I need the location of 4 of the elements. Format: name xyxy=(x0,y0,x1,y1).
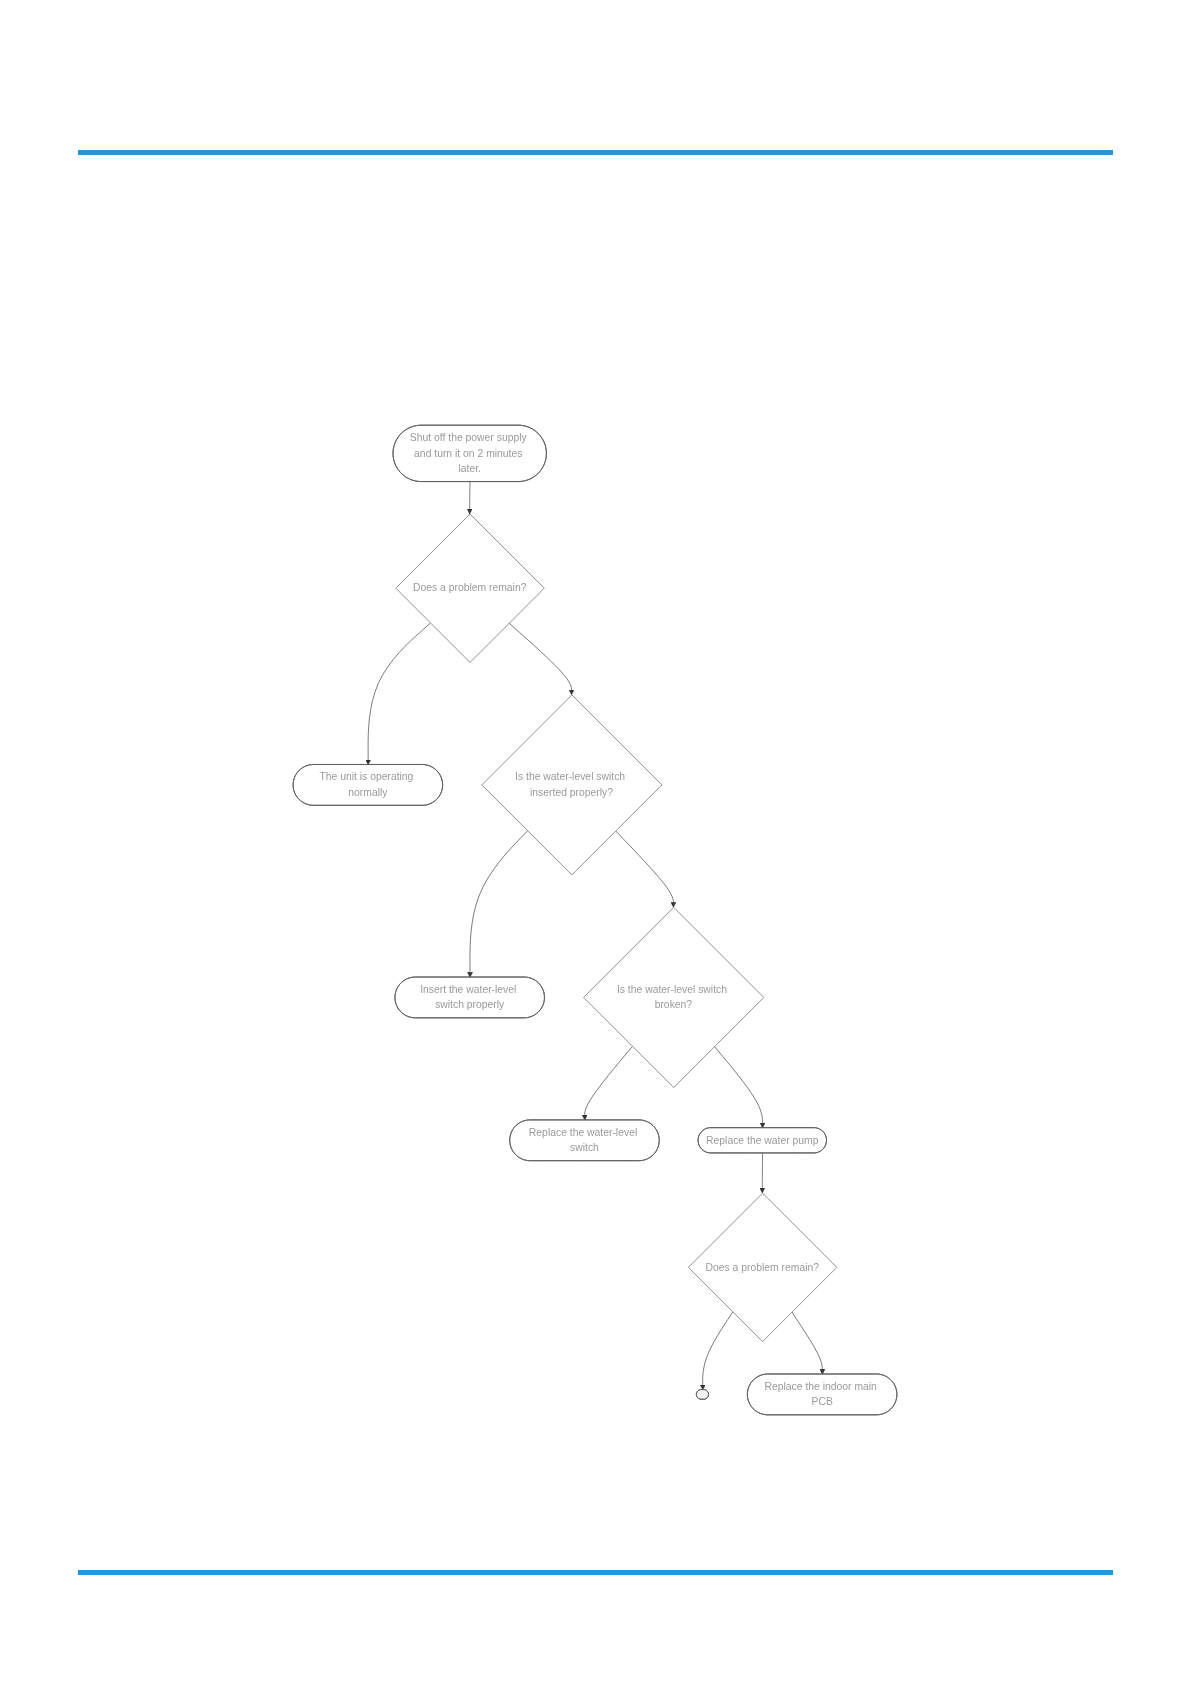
node-diamond: Does a problem remain? xyxy=(395,513,545,663)
node-diamond: Is the water-level switch inserted properly? xyxy=(481,694,663,876)
node-diamond: Is the water-level switch broken? xyxy=(583,907,765,1088)
node-diamond: Does a problem remain? xyxy=(688,1192,838,1342)
